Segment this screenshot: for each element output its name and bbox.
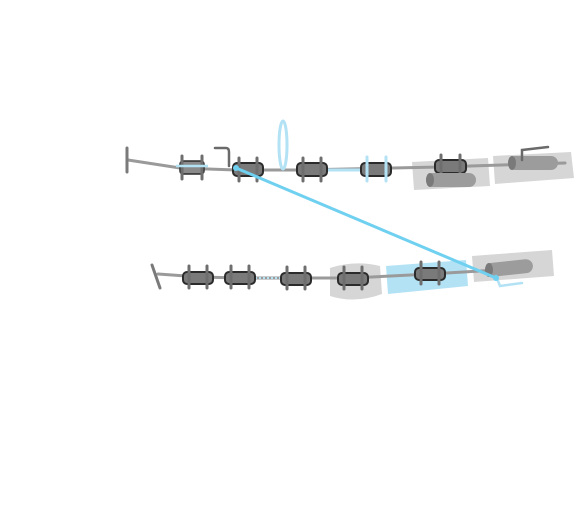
- upper-bracket-4: [360, 155, 392, 183]
- upper-buccal-tube-1: [426, 173, 476, 187]
- upper-bracket-1: [176, 154, 208, 181]
- lower-bracket-3: [280, 265, 312, 291]
- upper-buccal-tube-2: [508, 145, 558, 170]
- lower-arch: [150, 250, 554, 300]
- upper-arch: [125, 119, 574, 190]
- elastic-attachment-lower: [493, 275, 499, 281]
- upper-ring: [277, 119, 289, 171]
- upper-hook-1: [213, 146, 231, 168]
- lower-bracket-5: [414, 260, 446, 286]
- lower-bracket-1: [182, 264, 214, 290]
- elastic-attachment-upper: [233, 165, 239, 171]
- lower-wire-end-stop: [150, 263, 162, 290]
- interarch-elastic: [234, 166, 498, 280]
- upper-bracket-5: [434, 153, 467, 179]
- upper-bracket-3: [296, 156, 328, 183]
- lower-bracket-4: [337, 265, 369, 291]
- lower-bracket-2: [224, 264, 256, 290]
